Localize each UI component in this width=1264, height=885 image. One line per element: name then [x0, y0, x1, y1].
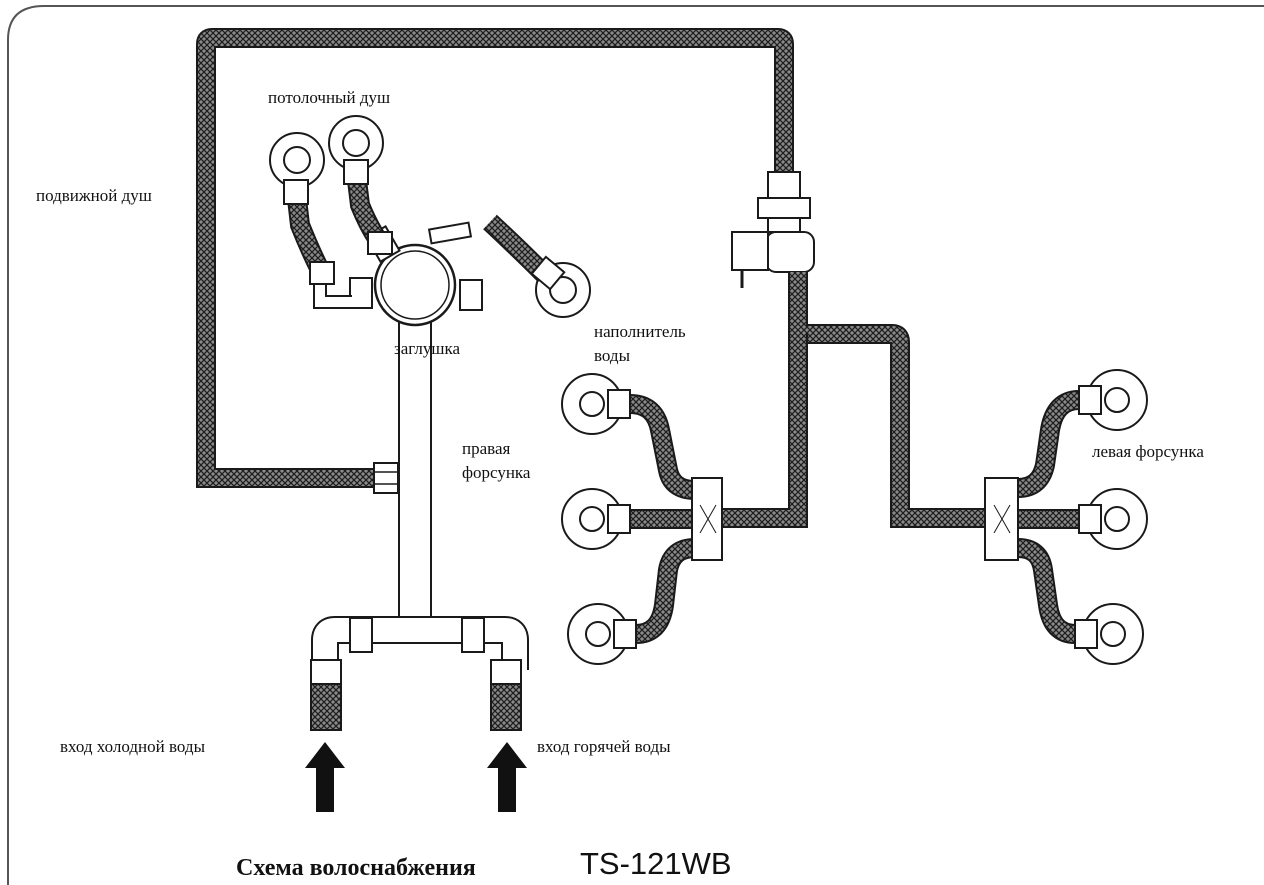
inlet-manifold — [310, 616, 529, 731]
outer-frame — [7, 5, 1264, 885]
label-left-jet: левая форсунка — [1092, 442, 1204, 461]
hot-inlet-arrow — [487, 742, 527, 812]
label-plug: заглушка — [394, 339, 460, 358]
cold-inlet-arrow — [305, 742, 345, 812]
hand-shower-hose — [196, 28, 794, 488]
solenoid-valve — [731, 171, 815, 288]
ceiling-shower-hoses — [283, 159, 566, 309]
label-hand-shower: подвижной душ — [36, 186, 152, 205]
label-ceiling-shower: потолочный душ — [268, 88, 391, 107]
left-jets — [984, 369, 1148, 665]
label-water-filler: наполнитель воды — [594, 322, 686, 365]
label-hot-inlet: вход горячей воды — [537, 737, 671, 756]
caption-model: TS-121WB — [580, 846, 732, 881]
label-cold-inlet: вход холодной воды — [60, 737, 205, 756]
ceiling-shower-heads — [269, 115, 591, 318]
right-jets — [561, 373, 723, 665]
label-right-jet: правая форсунка — [462, 439, 531, 482]
jet-supply-hoses — [722, 272, 985, 528]
caption-title: Схема волоснабжения — [236, 855, 476, 881]
main-riser-pipe — [398, 317, 432, 638]
riser-fitting — [373, 462, 399, 494]
